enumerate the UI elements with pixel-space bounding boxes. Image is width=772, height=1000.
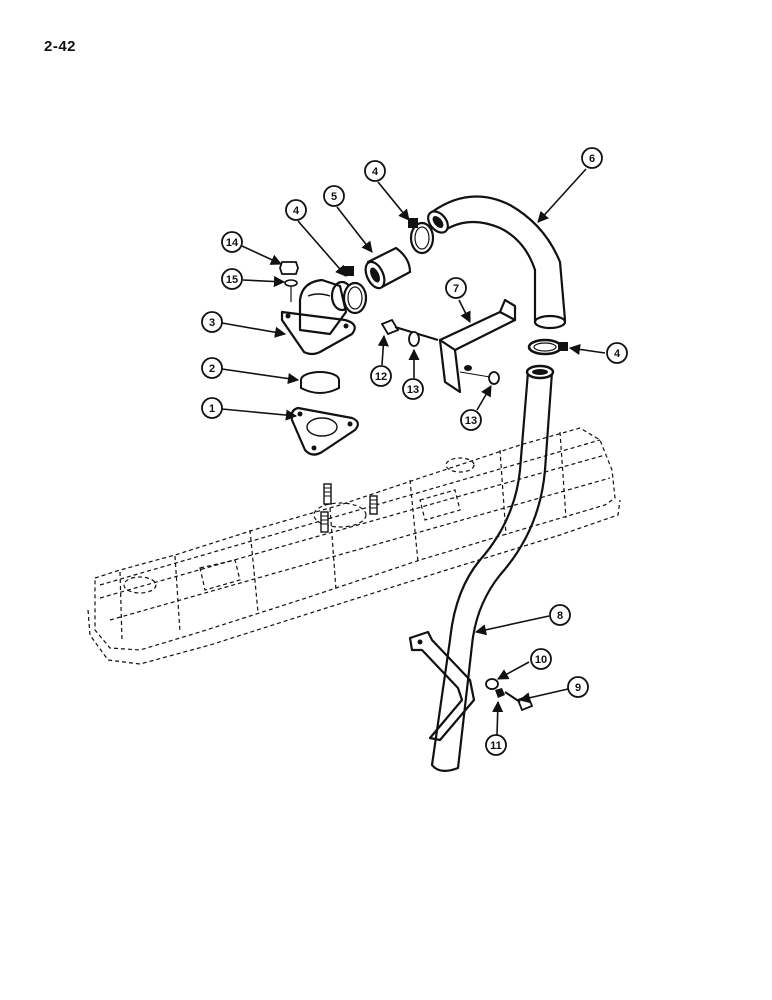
callout-label: 4 — [293, 205, 300, 217]
hose-clamp-lower — [527, 338, 568, 356]
callout-11: 11 — [485, 734, 507, 756]
page-number: 2-42 — [44, 38, 77, 55]
bolt-lower-part — [504, 691, 534, 712]
callout-label: 13 — [407, 384, 419, 396]
callout-9: 9 — [567, 676, 589, 698]
callout-label: 7 — [453, 283, 459, 295]
callout-6: 6 — [581, 147, 603, 169]
vent-tube-part — [430, 364, 555, 772]
nut-part — [279, 261, 299, 275]
callout-4-left: 4 — [285, 199, 307, 221]
nut-part-right — [459, 371, 500, 385]
callout-label: 10 — [535, 654, 547, 666]
gasket-part — [290, 406, 359, 456]
callout-label: 1 — [209, 403, 215, 415]
callout-label: 3 — [209, 317, 215, 329]
callout-5: 5 — [323, 185, 345, 207]
callout-label: 4 — [372, 166, 379, 178]
nut-lower-part — [495, 688, 505, 698]
studs — [320, 483, 378, 533]
hose-clamp-upper-right — [408, 218, 435, 255]
callout-label: 12 — [375, 371, 387, 383]
callout-label: 8 — [557, 610, 563, 622]
bracket-part — [438, 298, 517, 394]
callout-label: 13 — [465, 415, 477, 427]
thermostat-part — [300, 371, 340, 394]
outlet-housing-part — [280, 278, 356, 356]
callout-4-top: 4 — [364, 160, 386, 182]
callout-12: 12 — [370, 365, 392, 387]
callout-label: 14 — [226, 237, 239, 249]
short-hose-part — [364, 246, 412, 290]
callout-13-left: 13 — [402, 378, 424, 400]
callout-7: 7 — [445, 277, 467, 299]
washer-part — [284, 279, 298, 302]
valve-cover-outline — [87, 427, 621, 665]
tube-bracket-part — [408, 630, 476, 742]
callout-3: 3 — [201, 311, 223, 333]
callout-8: 8 — [549, 604, 571, 626]
callout-1: 1 — [201, 397, 223, 419]
hose-clamp-upper-left — [342, 266, 368, 315]
leader-lines — [221, 168, 606, 736]
callout-label: 4 — [614, 348, 621, 360]
callout-label: 5 — [331, 191, 337, 203]
callout-label: 11 — [490, 740, 502, 752]
washer-lower-part — [485, 678, 499, 690]
callout-4-right: 4 — [606, 342, 628, 364]
callout-label: 9 — [575, 682, 581, 694]
callout-14: 14 — [221, 231, 243, 253]
callout-15: 15 — [221, 268, 243, 290]
elbow-hose-part — [427, 195, 567, 330]
callout-10: 10 — [530, 648, 552, 670]
callout-label: 15 — [226, 274, 238, 286]
callout-2: 2 — [201, 357, 223, 379]
callout-13-right: 13 — [460, 409, 482, 431]
washer-part-left — [408, 331, 420, 347]
callout-label: 2 — [209, 363, 215, 375]
callout-label: 6 — [589, 153, 595, 165]
